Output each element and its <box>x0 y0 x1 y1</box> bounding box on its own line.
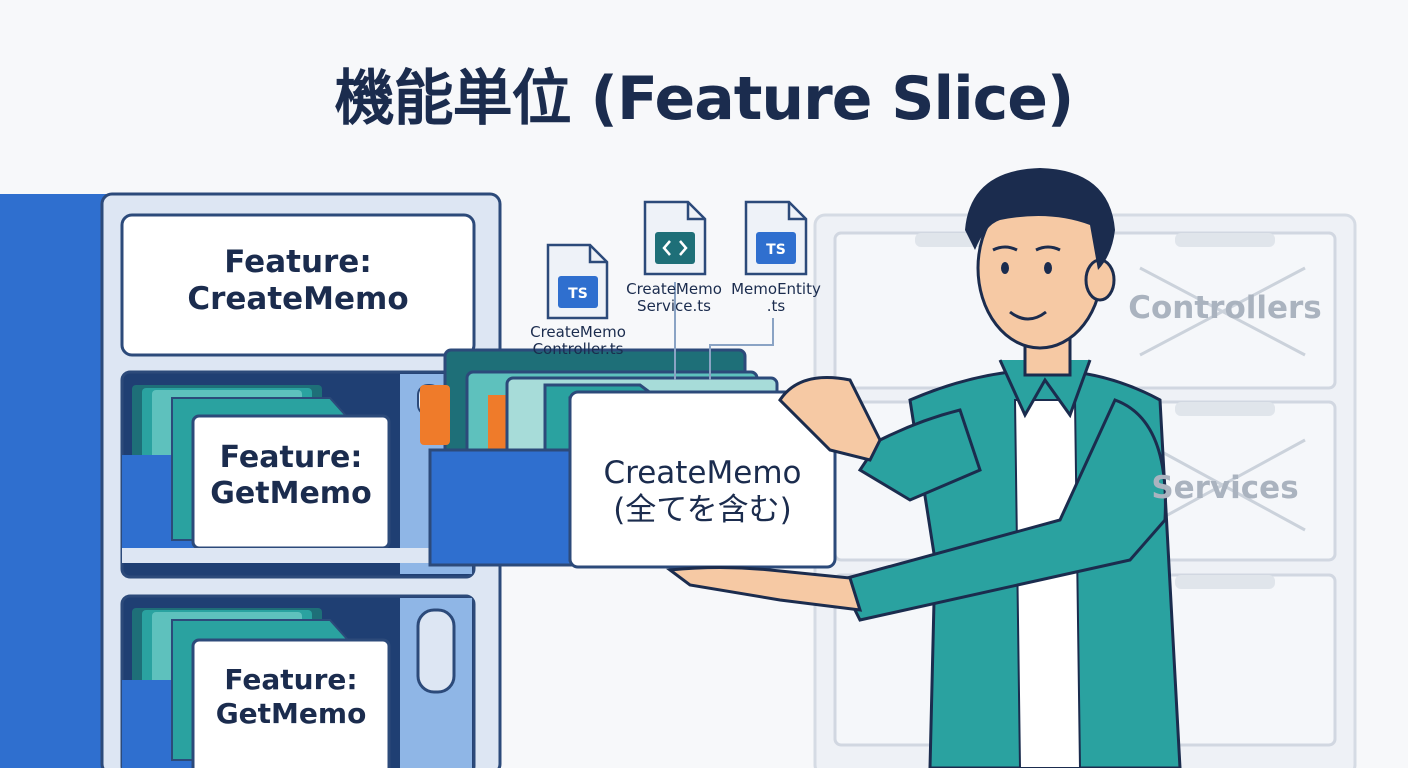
svg-text:TS: TS <box>568 286 588 302</box>
held-folder-label-line2: (全てを含む) <box>613 492 792 529</box>
file-label-service: CreateMemo Service.ts <box>618 281 730 314</box>
drawer-middle-label-line2: GetMemo <box>210 476 372 511</box>
drawer-middle <box>120 370 476 579</box>
held-folder-label: CreateMemo (全てを含む) <box>570 455 835 529</box>
developer-person <box>666 168 1182 768</box>
drawer-bottom-label-card <box>191 638 391 768</box>
drawer-middle-label: Feature: GetMemo <box>193 440 389 512</box>
cabinet-top-label: Feature: CreateMemo <box>122 244 474 318</box>
cabinet-top-label-line2: CreateMemo <box>187 281 409 318</box>
file-label-entity-line1: MemoEntity <box>731 280 821 298</box>
file-label-service-line1: CreateMemo <box>626 280 722 298</box>
file-label-controller-line2: Controller.ts <box>532 339 624 358</box>
page-title: 機能単位 (Feature Slice) <box>334 64 1075 134</box>
drawer-bottom-label-line1: Feature: <box>224 663 358 696</box>
old-drawer-label-controllers: Controllers <box>1128 290 1322 326</box>
svg-text:TS: TS <box>766 242 786 258</box>
drawer-bottom-label: Feature: GetMemo <box>193 663 389 730</box>
ts-file-icon: TS <box>546 243 609 320</box>
file-label-controller-line1: CreateMemo <box>530 323 626 341</box>
held-folder-label-line1: CreateMemo <box>603 455 802 491</box>
file-label-controller: CreateMemo Controller.ts <box>522 324 634 357</box>
file-label-service-line2: Service.ts <box>637 296 711 315</box>
feature-cabinet <box>0 192 502 768</box>
pulled-drawer <box>420 282 837 569</box>
drawer-bottom <box>120 594 476 768</box>
file-label-entity: MemoEntity .ts <box>720 281 832 314</box>
cabinet-top-label-line1: Feature: <box>224 244 372 280</box>
cabinet-top-panel <box>120 213 476 357</box>
ts-file-icon: TS <box>744 200 808 276</box>
old-drawer-label-services: Services <box>1151 470 1299 506</box>
drawer-middle-label-line1: Feature: <box>219 440 363 475</box>
code-file-icon <box>643 200 707 276</box>
file-label-entity-line2: .ts <box>766 296 786 315</box>
drawer-bottom-label-line2: GetMemo <box>215 696 367 730</box>
